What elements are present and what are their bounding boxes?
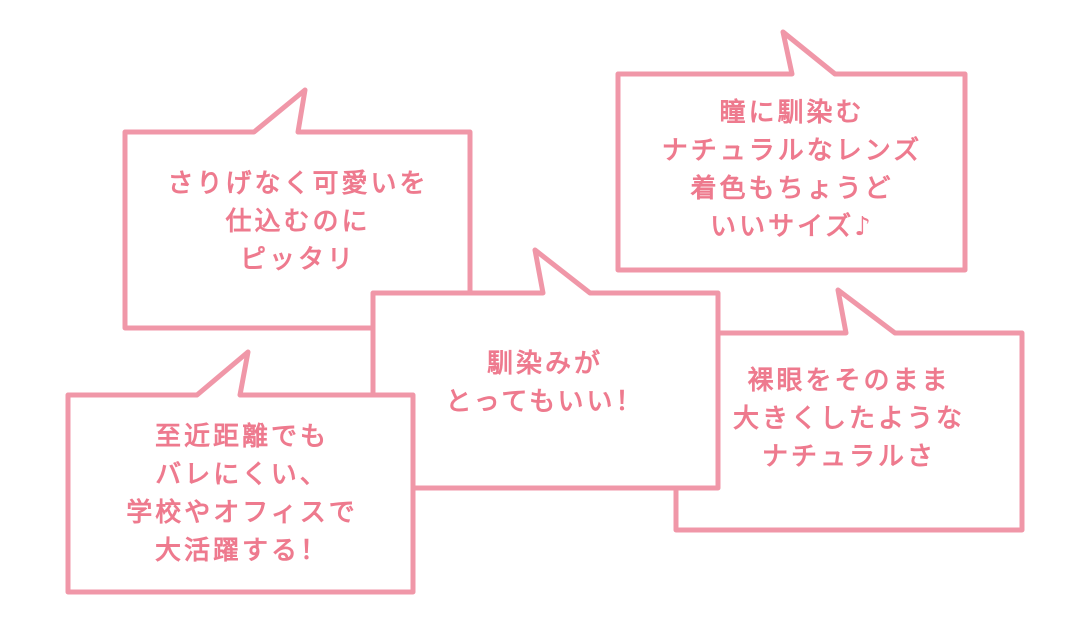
bubble-text: 至近距離でも バレにくい、 学校やオフィスで 大活躍する！	[126, 418, 357, 570]
bubble-line: バレにくい、	[155, 460, 329, 490]
bubble-line: いいサイズ♪	[710, 212, 874, 242]
bubble-text: さりげなく可愛いを 仕込むのに ピッタリ	[167, 165, 428, 279]
bubble-line: 瞳に馴染む	[719, 98, 865, 128]
bubble-line: 裸眼をそのまま	[747, 366, 951, 396]
bubble-line: 大きくしたような	[732, 404, 966, 434]
bubble-text: 瞳に馴染む ナチュラルなレンズ 着色もちょうど いいサイズ♪	[662, 94, 922, 246]
bubble-line: 着色もちょうど	[690, 174, 894, 204]
bubble-line: ナチュラルなレンズ	[661, 136, 923, 166]
bubble-line: 馴染みが	[486, 349, 604, 379]
bubble-line: 仕込むのに	[225, 207, 371, 237]
bubble-line: 至近距離でも	[154, 422, 330, 452]
bubble-line: ナチュラルさ	[761, 442, 937, 472]
bubble-line: ピッタリ	[239, 245, 357, 275]
bubble-line: 大活躍する！	[154, 536, 330, 566]
bubble-line: さりげなく可愛いを	[167, 169, 429, 199]
bubble-text: 裸眼をそのまま 大きくしたような ナチュラルさ	[733, 362, 965, 476]
bubble-line: とってもいい！	[445, 387, 645, 417]
bubble-text: 馴染みが とってもいい！	[445, 345, 644, 421]
bubble-line: 学校やオフィスで	[126, 498, 358, 528]
